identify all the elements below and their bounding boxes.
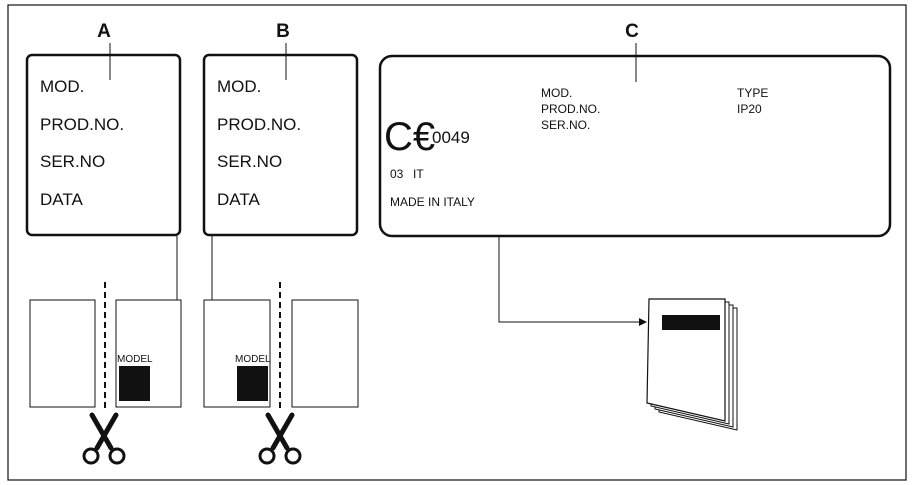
plate-c-ser-no: SER.NO. <box>541 118 590 132</box>
plate-a-mod: MOD. <box>40 77 84 96</box>
scissors-icon <box>82 412 126 465</box>
plate-a: MOD. PROD.NO. SER.NO DATA <box>25 53 182 237</box>
label-c: C <box>625 21 639 42</box>
cut-assembly-b: MODEL <box>203 282 359 412</box>
card-b-right <box>291 299 359 408</box>
connector-c <box>498 236 647 326</box>
label-b: B <box>276 21 290 42</box>
scissors-icon <box>258 412 302 465</box>
plate-c-code: 03 <box>390 167 404 181</box>
label-a: A <box>97 21 111 42</box>
plate-c-country: IT <box>413 167 424 181</box>
plate-a-data: DATA <box>40 190 83 209</box>
plate-c: MOD. PROD.NO. SER.NO. TYPE IP20 C€ 0049 … <box>378 54 892 238</box>
plate-c-prod-no: PROD.NO. <box>541 102 600 116</box>
plate-c-mod: MOD. <box>541 86 572 100</box>
manual-booklet-icon <box>646 298 738 431</box>
plate-b-mod: MOD. <box>217 77 261 96</box>
ce-mark-icon: C€ <box>384 115 435 159</box>
plate-b-prod-no: PROD.NO. <box>217 115 301 134</box>
outer-frame <box>7 4 907 481</box>
plate-b-ser-no: SER.NO <box>217 152 282 171</box>
sticker-b <box>237 366 268 401</box>
plate-a-ser-no: SER.NO <box>40 152 105 171</box>
plate-b-data: DATA <box>217 190 260 209</box>
plate-c-ip: IP20 <box>737 102 762 116</box>
plate-b: MOD. PROD.NO. SER.NO DATA <box>202 53 359 237</box>
sticker-a <box>119 366 150 401</box>
cut-assembly-a: MODEL <box>29 282 182 412</box>
plate-a-prod-no: PROD.NO. <box>40 115 124 134</box>
plate-c-origin: MADE IN ITALY <box>390 195 475 209</box>
plate-c-type: TYPE <box>737 86 768 100</box>
plate-c-ce-number: 0049 <box>432 128 470 147</box>
card-a-left <box>29 299 96 408</box>
model-label-b: MODEL <box>235 354 271 365</box>
model-label-a: MODEL <box>117 354 153 365</box>
